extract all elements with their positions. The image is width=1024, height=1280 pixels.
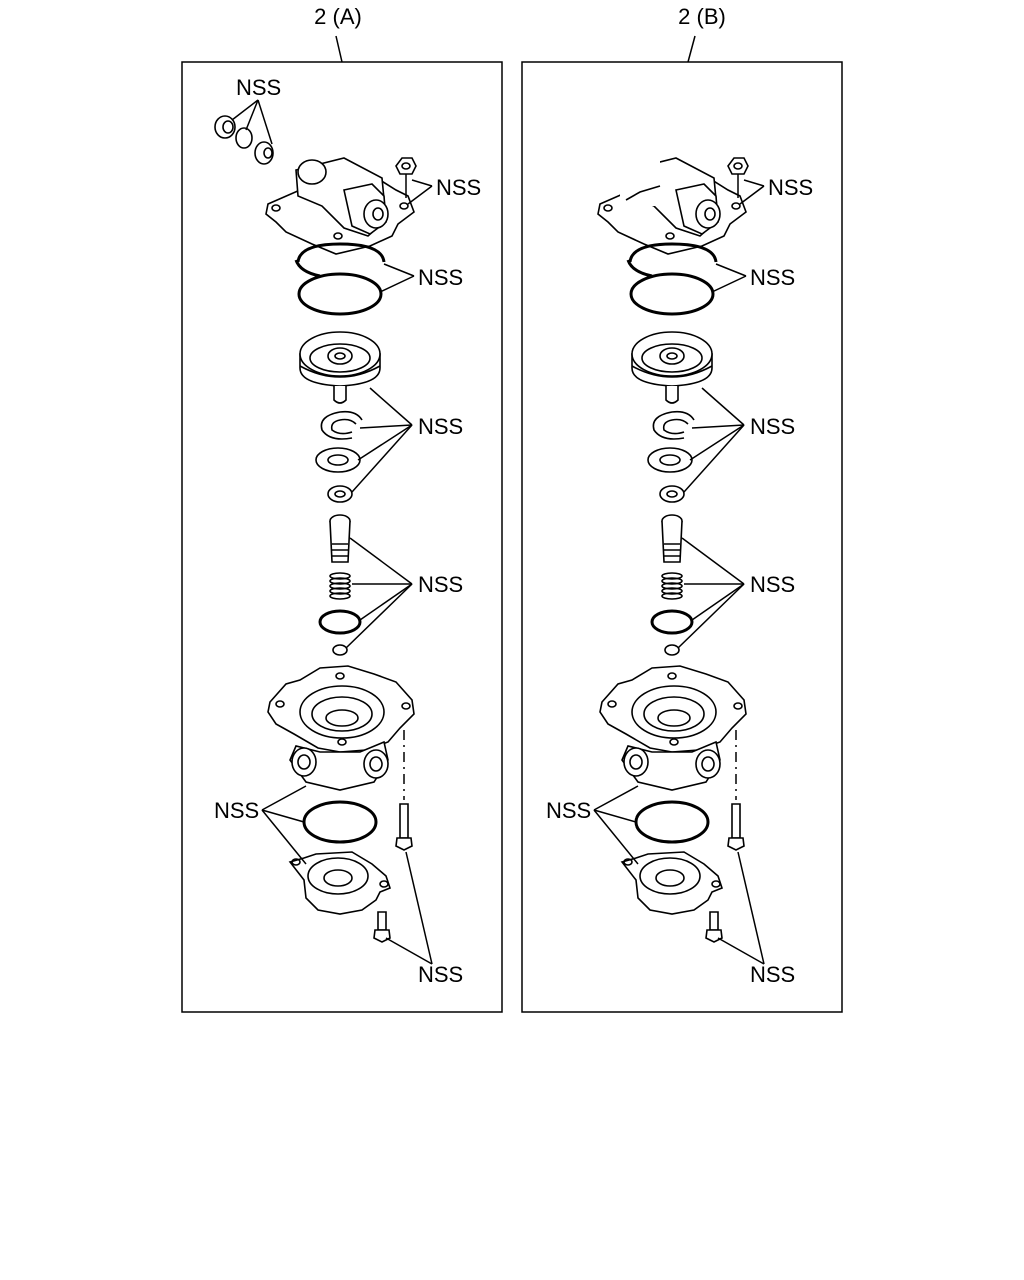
panel-b-title: 2 (B): [678, 4, 726, 29]
panel-b-frame: [521, 61, 843, 1013]
nss-callout: NSS: [214, 798, 259, 823]
nss-callout: NSS: [418, 265, 463, 290]
nss-callout: NSS: [418, 962, 463, 987]
panel-a-parts: [214, 115, 274, 165]
small-o-ring-part: [235, 127, 253, 149]
nss-callout: NSS: [436, 175, 481, 200]
panel-a: 2 (A) NSS NSS NSS NSS NSS NSS NSS: [181, 4, 503, 1013]
plug-part: [254, 141, 274, 165]
nss-callout: NSS: [546, 798, 591, 823]
nss-callout: NSS: [750, 962, 795, 987]
panel-b-title-leader: [687, 35, 696, 63]
nss-callout: NSS: [418, 572, 463, 597]
panel-a-part-stack: [260, 156, 434, 966]
nss-callout: NSS: [750, 265, 795, 290]
nss-callout: NSS: [236, 75, 281, 100]
panel-b-cover-overlay: [620, 150, 661, 206]
nss-callout: NSS: [418, 414, 463, 439]
panel-a-title-leader: [335, 35, 343, 63]
plug-cap-part: [214, 115, 236, 139]
panel-a-title: 2 (A): [314, 4, 362, 29]
nss-callout: NSS: [768, 175, 813, 200]
panel-a-frame: [181, 61, 503, 1013]
panel-b: 2 (B) NSS NSS NSS NSS NSS NSS: [521, 4, 843, 1013]
nss-callout: NSS: [750, 414, 795, 439]
nss-callout: NSS: [750, 572, 795, 597]
panel-a-top-leaders: [231, 99, 273, 145]
panel-b-part-stack: [592, 156, 766, 966]
